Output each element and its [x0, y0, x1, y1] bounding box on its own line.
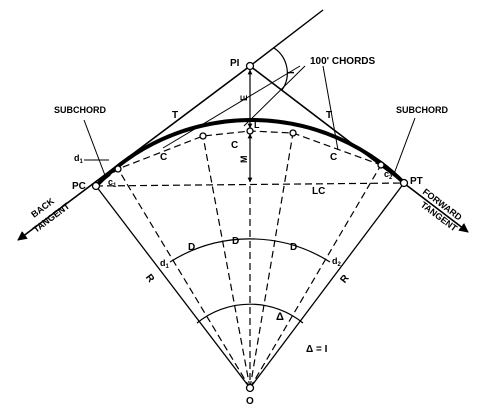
- subchord-c2-label: c2: [384, 169, 393, 181]
- deflection-label: I: [286, 71, 297, 74]
- chord-point-5: [377, 161, 385, 169]
- delta-equals-i-label: Δ = I: [306, 344, 328, 355]
- tangent-right-label: T: [326, 110, 332, 121]
- radius-left-label: R: [143, 272, 157, 285]
- long-chord-line: [95, 182, 405, 187]
- chord-c3-label: C: [330, 152, 337, 163]
- deflection-arc: [273, 47, 288, 91]
- pi-point: [245, 61, 255, 71]
- pc-point: [91, 181, 101, 191]
- subchord-left-leader: [83, 119, 107, 179]
- chord-point-1: [114, 165, 122, 173]
- radius-right-label: R: [338, 272, 352, 285]
- d1-radial-label: d1: [160, 258, 170, 270]
- radius-right-line: [249, 182, 405, 389]
- tangent-left-label: T: [172, 110, 178, 121]
- middle-ordinate-label: M: [239, 156, 249, 164]
- chords-leader-2: [243, 65, 306, 127]
- chords-label: 100' CHORDS: [310, 56, 376, 67]
- degree-d2-label: D: [232, 236, 239, 247]
- d2-label: d2: [332, 256, 342, 268]
- tangent-extension-line: [249, 9, 324, 67]
- pt-point: [399, 178, 409, 188]
- chord-c2-label: C: [231, 140, 238, 151]
- external-label: E: [239, 95, 249, 101]
- chord-c1-label: C: [160, 152, 167, 163]
- subchord-c1-label: c1: [108, 177, 117, 189]
- radial-line-3: [249, 132, 294, 389]
- subchord-left-label: SUBCHORD: [54, 105, 107, 115]
- radial-line-1: [117, 168, 251, 389]
- chord-point-4: [289, 129, 297, 137]
- radial-line-4: [249, 164, 382, 389]
- chords-leader-3: [322, 65, 339, 151]
- degree-d3-label: D: [290, 242, 297, 253]
- subchord-right-leader: [393, 117, 416, 175]
- l-label: L: [254, 120, 260, 130]
- central-angle-arc: [196, 303, 304, 324]
- chord-point-2: [199, 132, 207, 140]
- subchord-right-label: SUBCHORD: [396, 105, 449, 115]
- pc-label: PC: [72, 181, 86, 192]
- long-chord-label: LC: [312, 186, 325, 197]
- o-point: [245, 383, 255, 393]
- degree-d1-label: D: [188, 242, 195, 253]
- pi-label: PI: [230, 58, 240, 69]
- chord-point-3: [246, 127, 254, 135]
- pt-label: PT: [410, 176, 423, 187]
- radial-line-2: [202, 135, 251, 389]
- delta-label: Δ: [276, 311, 284, 323]
- o-label: O: [246, 396, 254, 407]
- radius-left-line: [95, 185, 251, 389]
- d1-label: d1: [74, 153, 84, 165]
- degree-arc: [169, 238, 331, 263]
- chords-leader-1: [162, 65, 301, 149]
